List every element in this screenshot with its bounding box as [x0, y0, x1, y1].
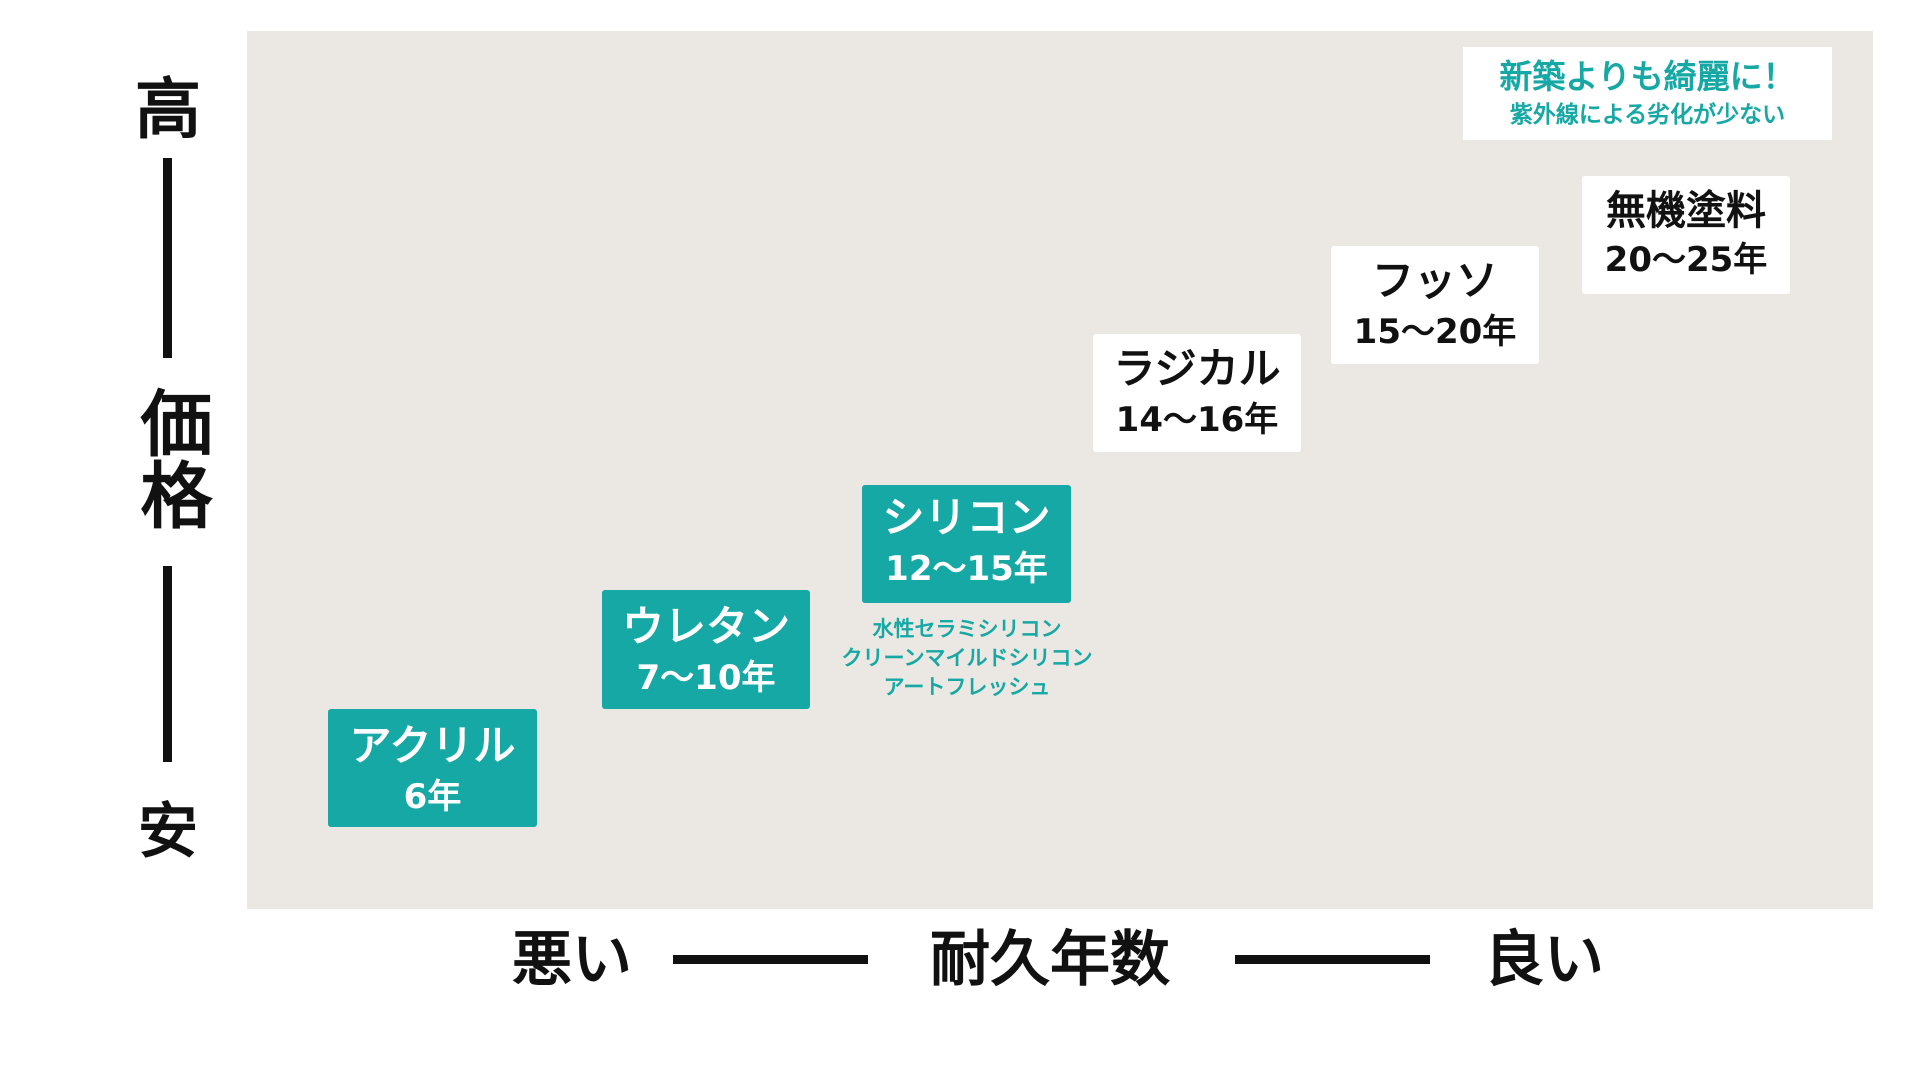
paint-years: 6年 — [403, 777, 462, 817]
paint-name: ウレタン — [621, 602, 790, 651]
silicon-product: クリーンマイルドシリコン — [841, 646, 1093, 670]
price-high-label: 高 — [135, 71, 201, 148]
durability-good-label: 良い — [1484, 925, 1604, 995]
paint-name: アクリル — [349, 721, 516, 770]
paint-box-radical: ラジカル 14〜16年 — [1093, 334, 1301, 452]
price-axis-line-bottom — [163, 566, 172, 762]
durability-bad-label: 悪い — [512, 925, 632, 995]
paint-years: 14〜16年 — [1115, 400, 1279, 440]
paint-box-acrylic: アクリル 6年 — [328, 709, 537, 827]
paint-name: ラジカル — [1113, 344, 1281, 393]
paint-years: 15〜20年 — [1353, 312, 1517, 352]
feature-callout: 新築よりも綺麗に！ 紫外線による劣化が少ない — [1463, 47, 1832, 140]
paint-years: 12〜15年 — [885, 549, 1048, 589]
silicon-product: 水性セラミシリコン — [872, 617, 1062, 641]
callout-headline: 新築よりも綺麗に！ — [1499, 57, 1796, 96]
paint-box-silicon: シリコン 12〜15年 — [862, 485, 1071, 603]
price-low-label: 安 — [138, 797, 198, 867]
paint-name: フッソ — [1371, 256, 1498, 305]
paint-years: 7〜10年 — [636, 658, 776, 698]
paint-box-inorganic: 無機塗料 20〜25年 — [1582, 176, 1790, 294]
durability-axis-title: 耐久年数 — [930, 925, 1170, 995]
paint-box-urethane: ウレタン 7〜10年 — [602, 590, 810, 709]
callout-subline: 紫外線による劣化が少ない — [1509, 102, 1786, 128]
silicon-product-list: 水性セラミシリコン クリーンマイルドシリコン アートフレッシュ — [826, 615, 1108, 702]
paint-name: 無機塗料 — [1606, 188, 1766, 234]
price-axis-line-top — [163, 158, 172, 358]
durability-axis-line-left — [673, 955, 868, 964]
silicon-product: アートフレッシュ — [883, 675, 1051, 699]
durability-axis-line-right — [1235, 955, 1430, 964]
paint-years: 20〜25年 — [1604, 240, 1768, 280]
paint-box-fluorine: フッソ 15〜20年 — [1331, 246, 1539, 364]
paint-name: シリコン — [882, 493, 1051, 542]
price-axis-title: 価格 — [128, 386, 212, 530]
